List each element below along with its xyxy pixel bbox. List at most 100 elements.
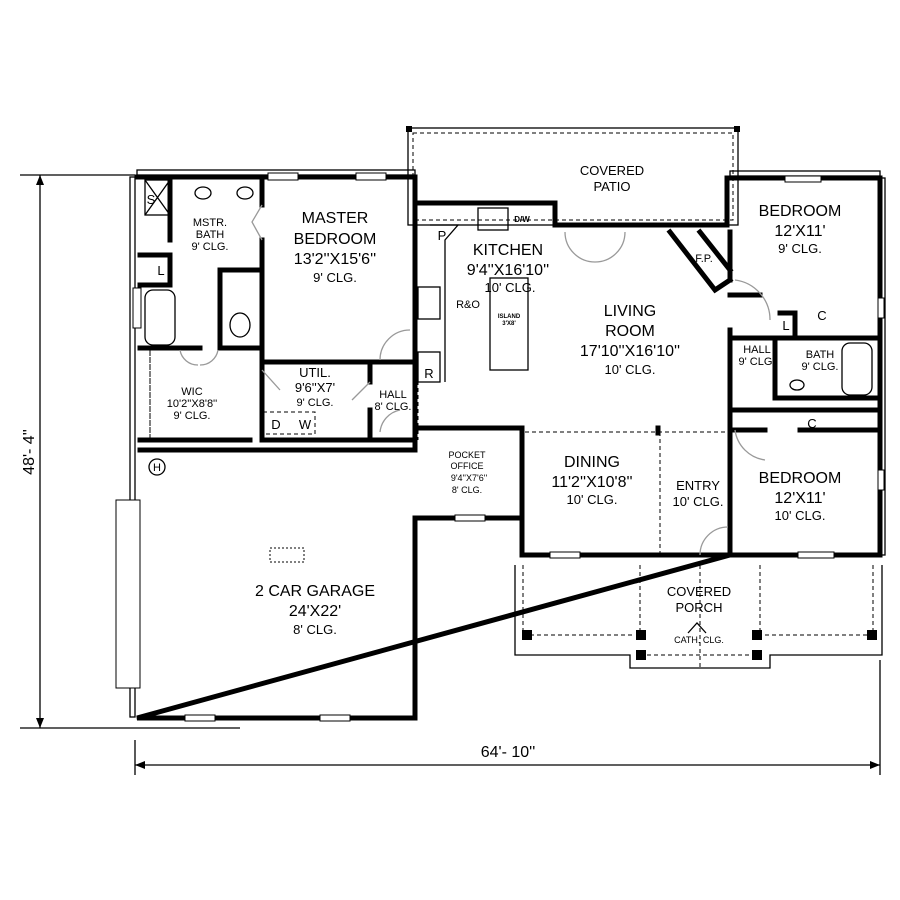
room-ceiling: 9' CLG.: [192, 241, 229, 253]
room-size: 10'2''X8'8'': [167, 398, 218, 410]
room-ceiling: 9' CLG.: [778, 241, 822, 256]
room-label-wic: WIC 10'2''X8'8'' 9' CLG.: [167, 386, 218, 422]
room-name: DINING: [564, 454, 620, 471]
kitchen-fixtures: [417, 207, 529, 383]
room-label-kitchen: KITCHEN 9'4''X16'10'' 10' CLG.: [467, 242, 549, 295]
room-ceiling: 10' CLG.: [605, 362, 656, 377]
shower-label: S: [147, 192, 156, 207]
exterior-walls: [134, 174, 883, 721]
soffit-lines: [149, 350, 730, 555]
room-label-hall-right: HALL 9' CLG.: [739, 344, 776, 368]
dryer-label: D: [271, 417, 280, 432]
room-size: 17'10''X16'10'': [580, 343, 680, 360]
room-name: ENTRY: [676, 478, 720, 493]
room-label-pocket-office: POCKET OFFICE 9'4''X7'6'' 8' CLG.: [448, 450, 487, 495]
room-ceiling: 10' CLG.: [673, 494, 724, 509]
washer-label: W: [299, 417, 312, 432]
room-name: BEDROOM: [759, 203, 842, 220]
room-name: 2 CAR GARAGE: [255, 583, 375, 600]
kitchen-island: [489, 277, 529, 371]
room-label-entry: ENTRY 10' CLG.: [673, 478, 724, 509]
room-name: OFFICE: [451, 461, 484, 471]
closet-label: C: [817, 308, 826, 323]
room-label-covered-porch: COVERED PORCH CATH. CLG.: [667, 584, 731, 645]
room-size: 9'6''X7': [295, 380, 335, 395]
room-name: LIVING: [604, 303, 656, 320]
windows: [132, 172, 885, 722]
room-label-util: UTIL. 9'6''X7' 9' CLG.: [295, 365, 335, 409]
fixture-labels: S L L P R&O R D/W F.P. D W H C C: [147, 192, 827, 476]
room-ceiling: 9' CLG.: [297, 397, 334, 409]
room-ceiling: 8' CLG.: [452, 485, 482, 495]
room-name: BEDROOM: [294, 231, 377, 248]
room-name: HALL: [743, 344, 771, 356]
room-label-master-bath: MSTR. BATH 9' CLG.: [192, 217, 229, 253]
room-label-garage: 2 CAR GARAGE 24'X22' 8' CLG.: [255, 583, 375, 637]
dimension-lines: [20, 174, 881, 775]
room-size: 13'2''X15'6'': [294, 251, 376, 268]
width-dimension: 64'- 10'': [481, 744, 536, 761]
room-name: COVERED: [580, 163, 644, 178]
bath-fixtures: [144, 179, 873, 435]
refrigerator: [417, 351, 441, 383]
room-label-covered-patio: COVERED PATIO: [580, 163, 644, 194]
linen-closet-label: L: [782, 318, 789, 333]
room-name: KITCHEN: [473, 242, 543, 259]
linen-closet-label: L: [157, 263, 164, 278]
room-name: POCKET: [448, 450, 486, 460]
covered-patio: [406, 126, 740, 226]
kitchen-sink: [477, 207, 509, 231]
room-label-living-room: LIVING ROOM 17'10''X16'10'' 10' CLG.: [580, 303, 680, 377]
room-name: MSTR.: [193, 217, 227, 229]
room-name: MASTER: [302, 210, 369, 227]
depth-dimension: 48'- 4'': [21, 429, 38, 475]
fireplace-label: F.P.: [695, 253, 713, 265]
room-name: ROOM: [605, 323, 655, 340]
range-oven: [417, 286, 441, 320]
room-label-bedroom-2: BEDROOM 12'X11' 10' CLG.: [759, 470, 842, 523]
range-oven-label: R&O: [456, 299, 480, 311]
room-ceiling: 9' CLG.: [174, 410, 211, 422]
room-label-bath: BATH 9' CLG.: [802, 349, 839, 373]
room-name: UTIL.: [299, 365, 331, 380]
room-ceiling: 8' CLG.: [375, 401, 412, 413]
room-ceiling: 9' CLG.: [739, 356, 776, 368]
room-size: 9'4''X7'6'': [451, 473, 488, 483]
room-label-bedroom-1: BEDROOM 12'X11' 9' CLG.: [759, 203, 842, 256]
room-ceiling: 9' CLG.: [313, 270, 357, 285]
dishwasher-label: D/W: [514, 215, 530, 224]
garage-attic-stair: [269, 547, 305, 563]
garage-door[interactable]: [115, 499, 141, 689]
room-name: BATH: [806, 349, 835, 361]
room-name: BATH: [196, 229, 225, 241]
covered-porch: [514, 565, 883, 669]
room-size: 11'2''X10'8'': [551, 474, 632, 491]
room-name: PORCH: [676, 600, 723, 615]
room-ceiling: 8' CLG.: [293, 622, 337, 637]
room-ceiling: CATH. CLG.: [674, 635, 724, 645]
room-name: BEDROOM: [759, 470, 842, 487]
room-ceiling: 10' CLG.: [775, 508, 826, 523]
room-size: 24'X22': [289, 603, 341, 620]
room-label-island: ISLAND 3'X8': [498, 314, 521, 327]
room-label-hall-left: HALL 8' CLG.: [375, 389, 412, 413]
room-size: 9'4''X16'10'': [467, 262, 549, 279]
room-name: HALL: [379, 389, 407, 401]
room-ceiling: 10' CLG.: [485, 280, 536, 295]
room-name: WIC: [181, 386, 202, 398]
refrigerator-label: R: [424, 366, 433, 381]
room-ceiling: 10' CLG.: [567, 492, 618, 507]
room-ceiling: 9' CLG.: [802, 361, 839, 373]
room-label-dining: DINING 11'2''X10'8'' 10' CLG.: [551, 454, 632, 507]
room-size: 3'X8': [502, 321, 516, 327]
room-size: 12'X11': [774, 223, 825, 240]
room-label-master-bedroom: MASTER BEDROOM 13'2''X15'6'' 9' CLG.: [294, 210, 377, 285]
room-name: PATIO: [593, 179, 630, 194]
room-size: 12'X11': [774, 490, 825, 507]
doors: [179, 204, 771, 556]
room-name: COVERED: [667, 584, 731, 599]
closet-label: C: [807, 416, 816, 431]
water-heater-label: H: [153, 462, 161, 474]
pantry-label: P: [438, 228, 447, 243]
